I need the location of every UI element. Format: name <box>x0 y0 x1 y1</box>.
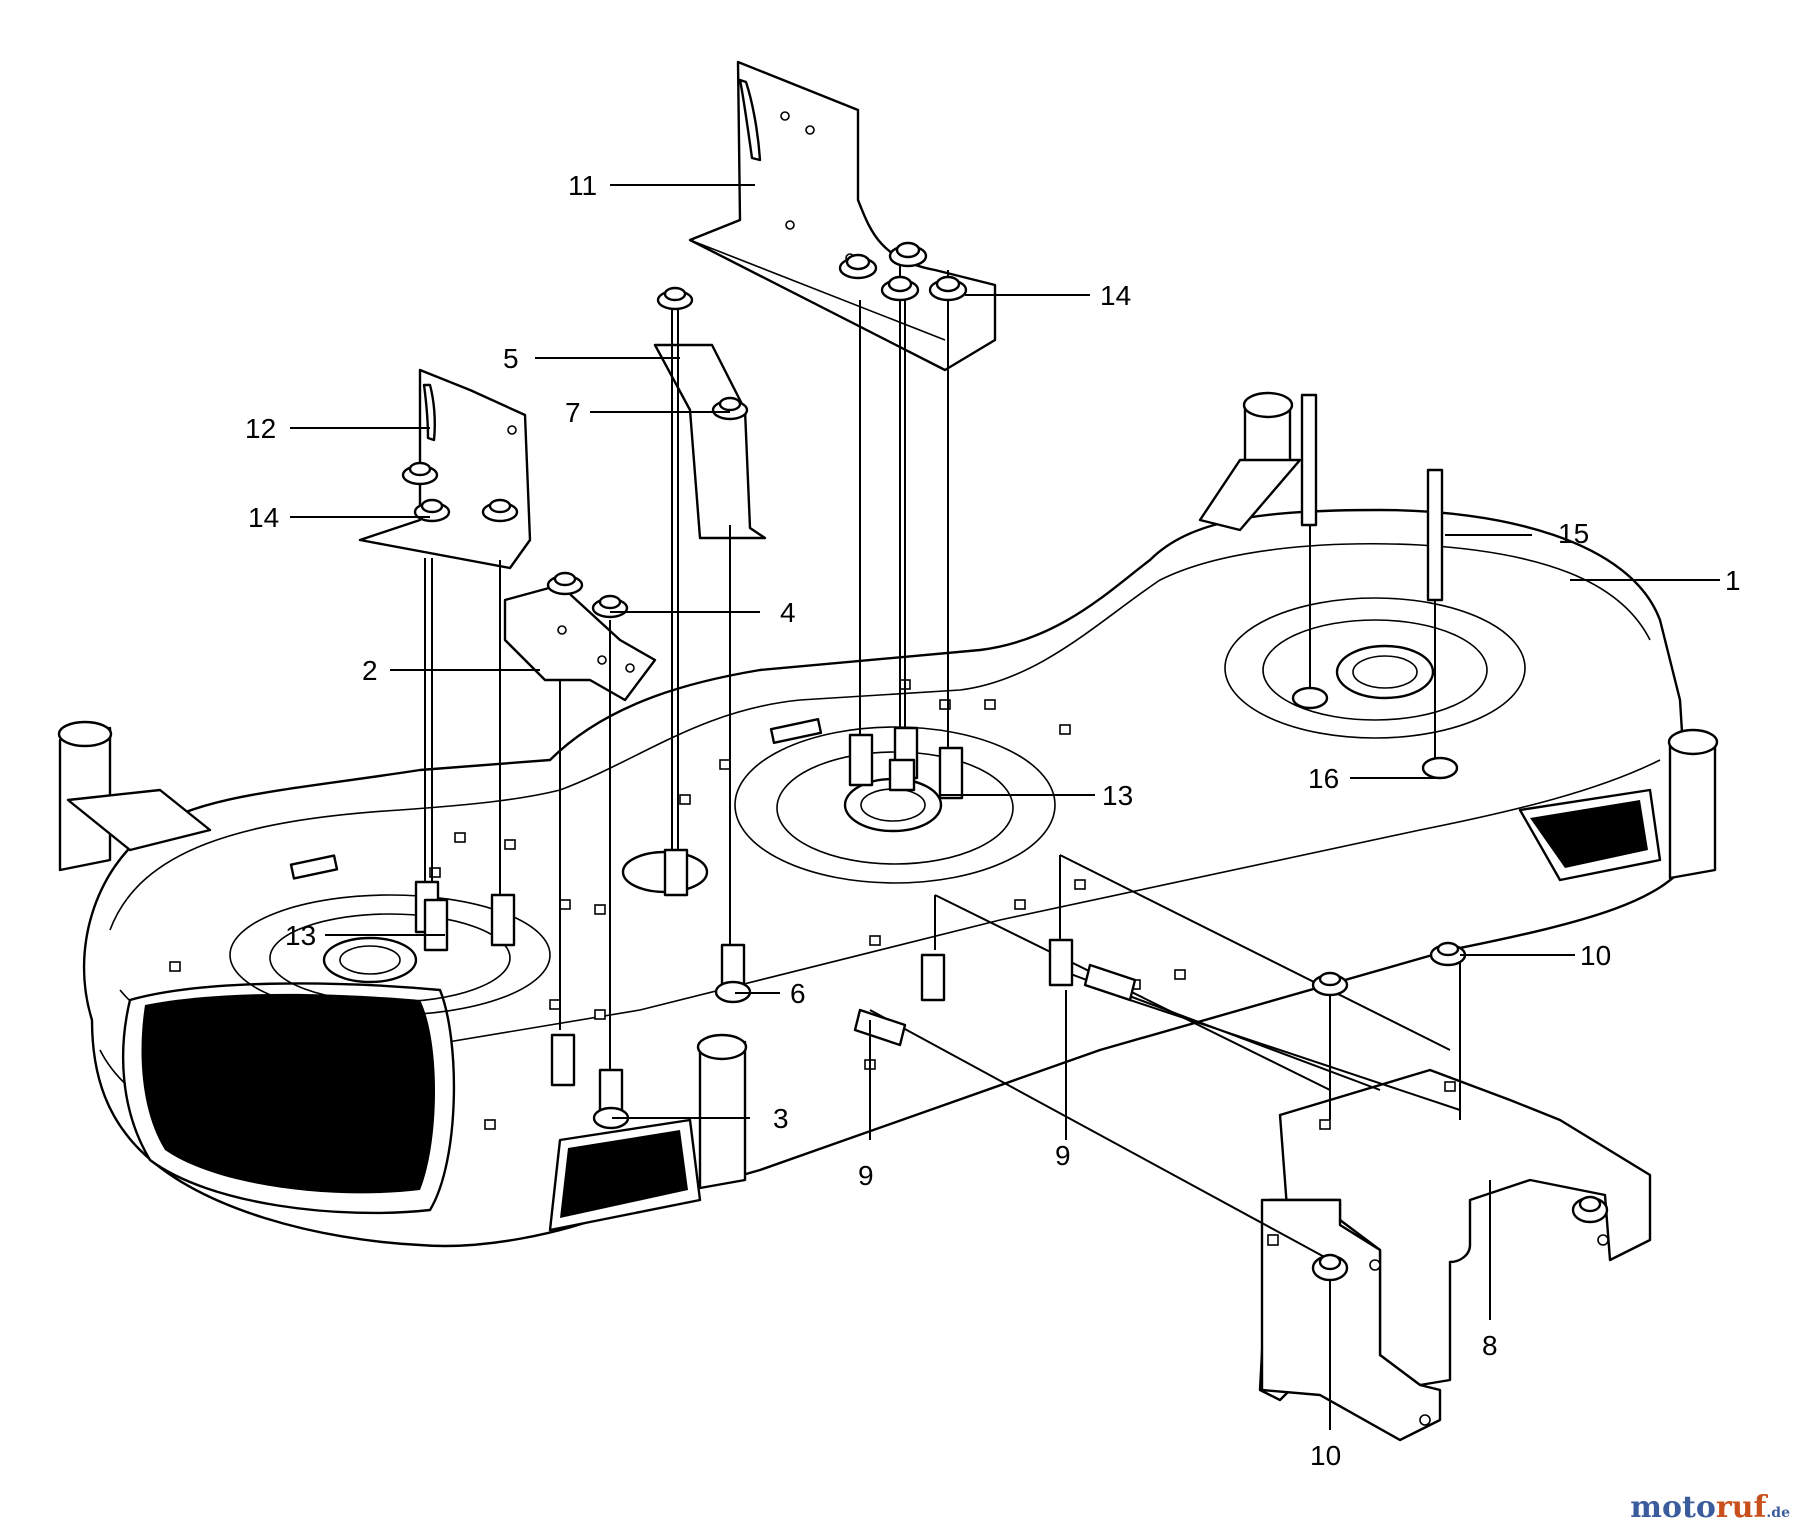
callout-11: 11 <box>568 170 597 201</box>
callout-2: 2 <box>362 655 378 686</box>
explosion-lines <box>424 265 1461 1261</box>
flange-nut <box>401 461 439 486</box>
flange-nut <box>481 498 519 523</box>
flange-nut <box>1311 1253 1349 1282</box>
callout-4: 4 <box>780 597 796 628</box>
flange-nut <box>711 396 749 421</box>
watermark-brand-part2: ruf <box>1715 1490 1767 1525</box>
callout-3: 3 <box>773 1103 789 1134</box>
mower-deck-housing <box>57 391 1719 1248</box>
flange-nut <box>656 286 694 311</box>
watermark-tld: .de <box>1766 1505 1790 1521</box>
hardware <box>401 241 1609 1282</box>
watermark-brand-part1: moto <box>1630 1490 1716 1525</box>
callout-5: 5 <box>503 343 519 374</box>
deck-slots <box>169 679 1186 1130</box>
callout-labels: 11 14 5 7 12 14 15 1 4 2 16 13 13 10 6 3… <box>245 170 1741 1471</box>
flange-nut <box>928 275 968 302</box>
callout-leaders <box>290 184 1720 1430</box>
callout-13: 13 <box>285 920 316 951</box>
flange-nut <box>880 275 920 302</box>
callout-16: 16 <box>1308 763 1339 794</box>
flange-nut <box>1311 971 1349 997</box>
callout-12: 12 <box>245 413 276 444</box>
flange-nut <box>838 253 878 280</box>
flange-nut <box>888 241 928 268</box>
callout-15: 15 <box>1558 518 1589 549</box>
brand-watermark: motoruf.de <box>1630 1490 1790 1525</box>
callout-6: 6 <box>790 978 806 1009</box>
mounting-bracket-11 <box>688 60 997 372</box>
callout-10: 10 <box>1580 940 1611 971</box>
callout-1: 1 <box>1725 565 1741 596</box>
callout-14: 14 <box>248 502 279 533</box>
front-hitch-bracket-8 <box>1258 1068 1652 1442</box>
mounting-bracket-2 <box>503 583 657 702</box>
flange-nut <box>1571 1195 1609 1224</box>
callout-9: 9 <box>858 1160 874 1191</box>
callout-13: 13 <box>1102 780 1133 811</box>
callout-7: 7 <box>565 397 581 428</box>
flange-nut <box>591 594 629 619</box>
callout-9: 9 <box>1055 1140 1071 1171</box>
callout-10: 10 <box>1310 1440 1341 1471</box>
flange-nut <box>1429 941 1467 967</box>
callout-14: 14 <box>1100 280 1131 311</box>
mounting-bracket-12 <box>358 368 532 570</box>
callout-8: 8 <box>1482 1330 1498 1361</box>
flange-nut <box>546 571 584 596</box>
flange-nut <box>413 498 451 523</box>
